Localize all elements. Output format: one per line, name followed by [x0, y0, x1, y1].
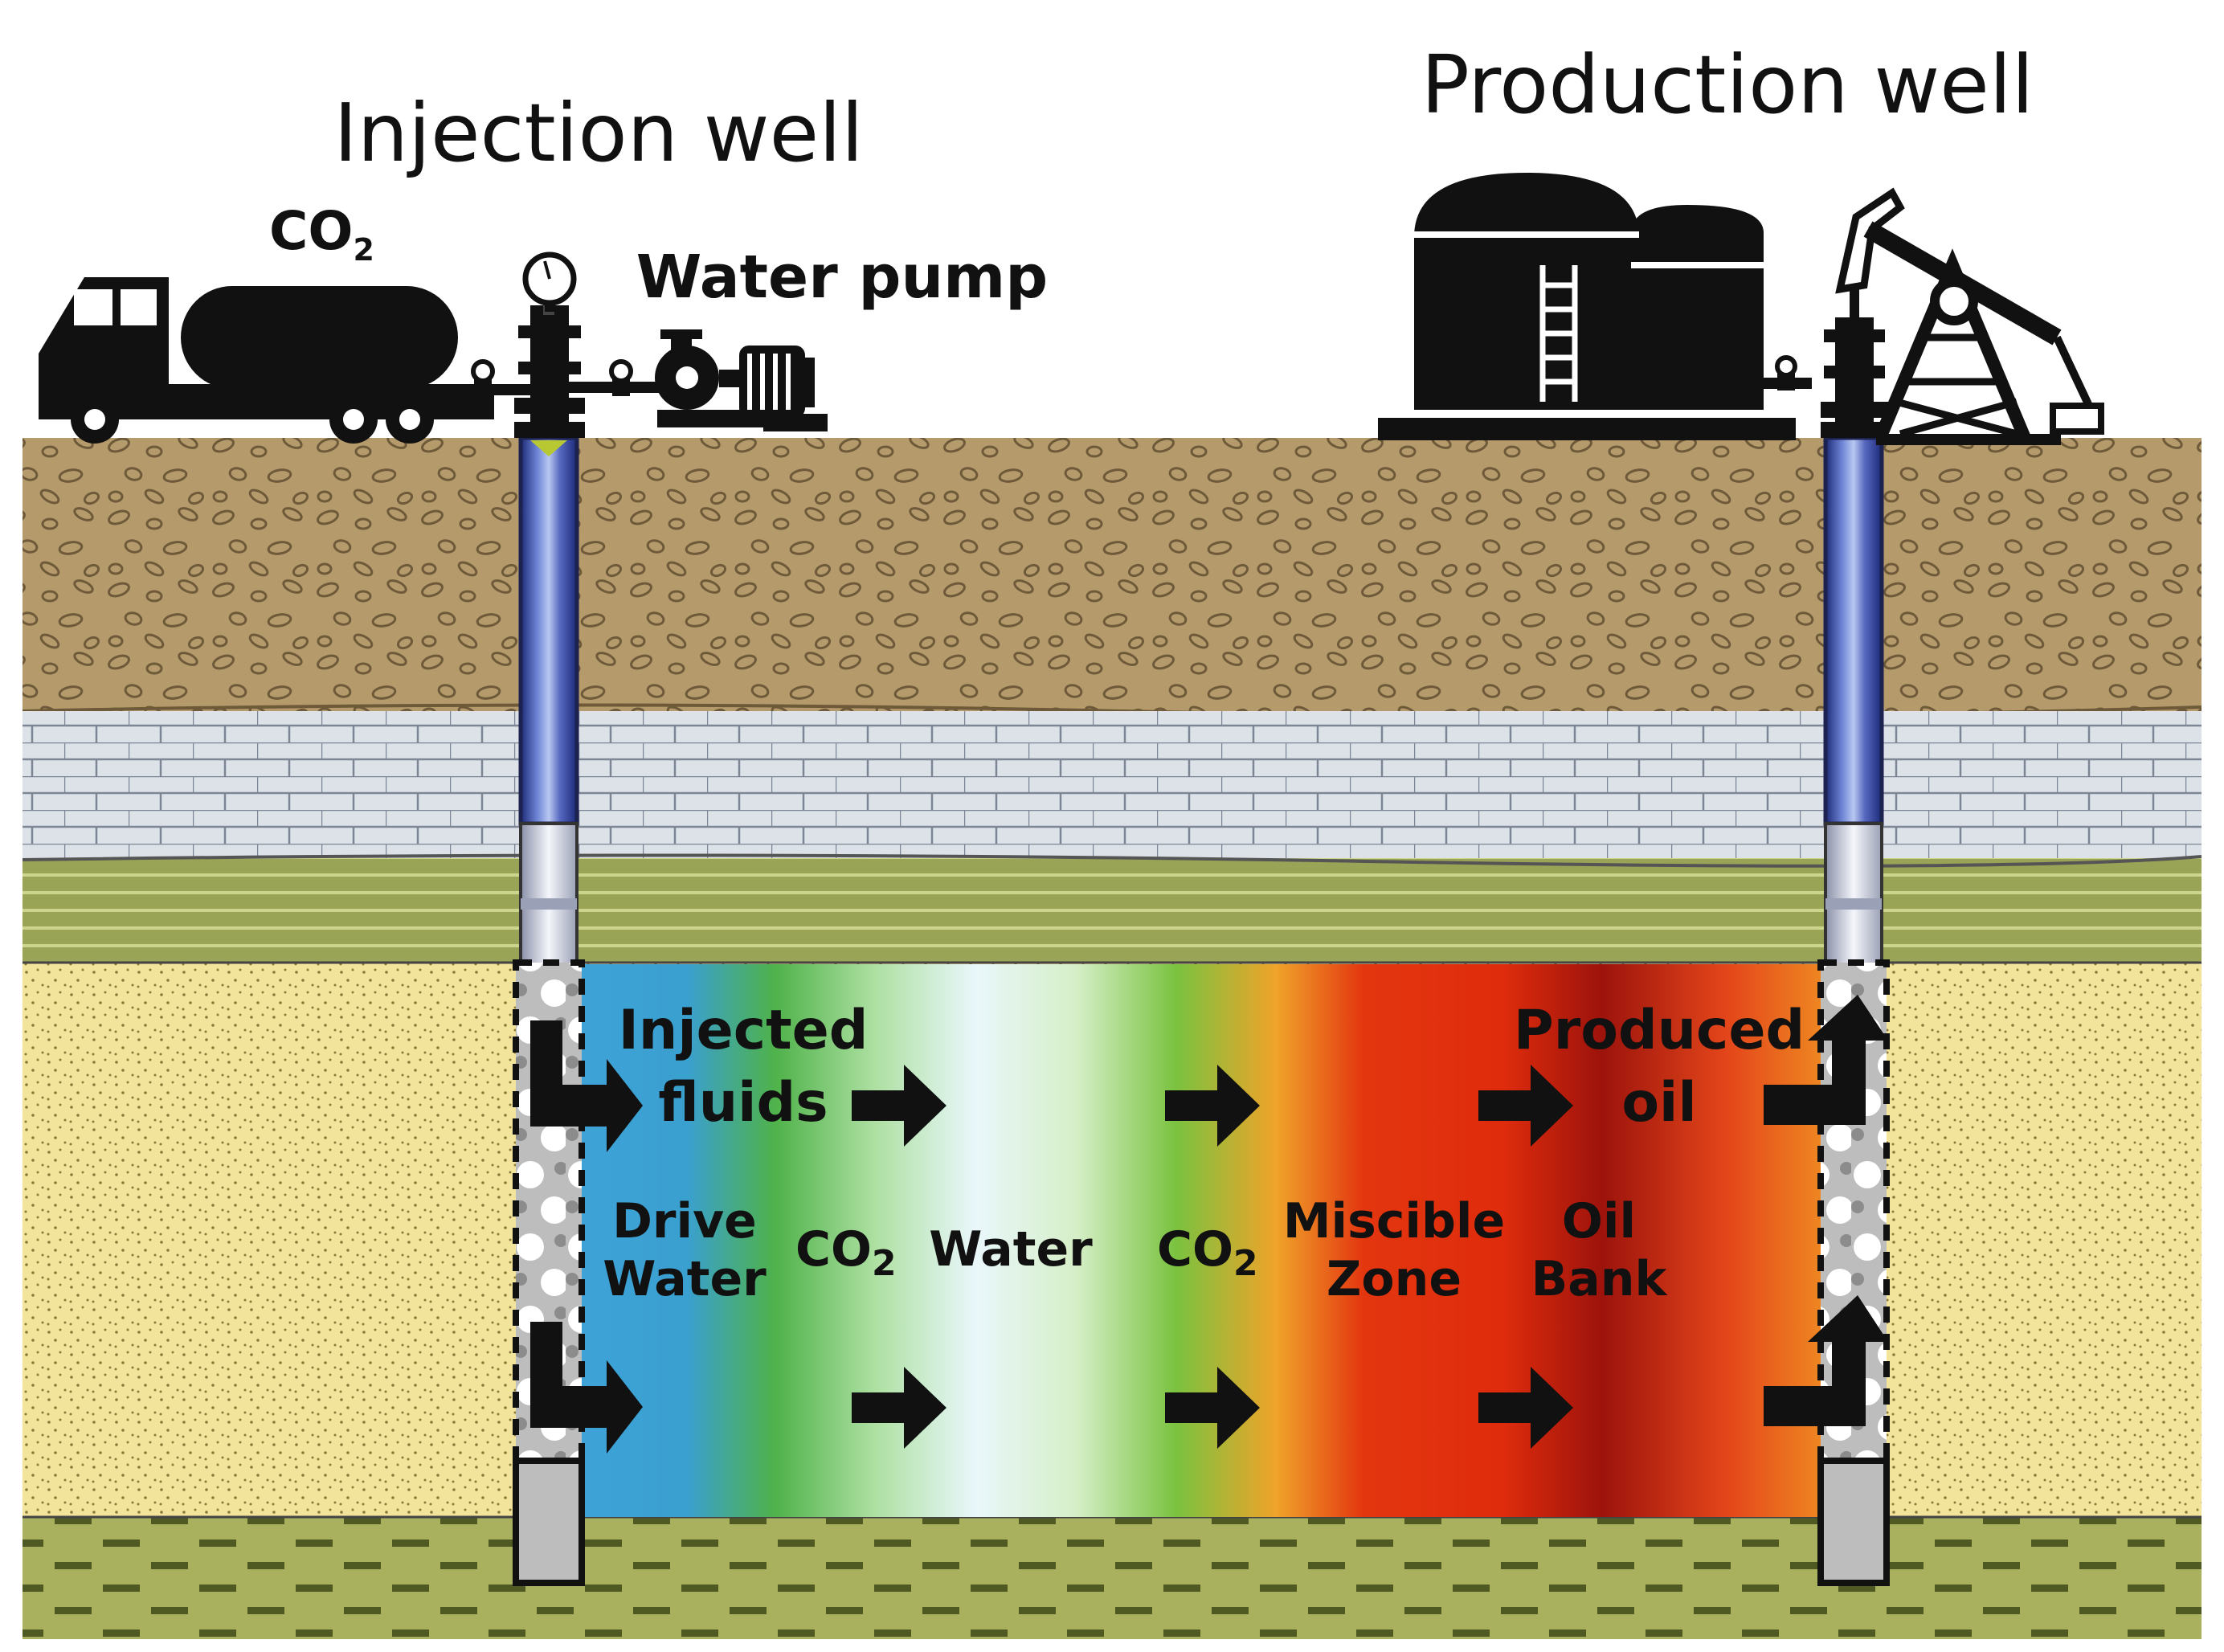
zone-labels: Injected fluids Produced oil Drive Water… [603, 999, 1805, 1307]
flow-arrows [530, 995, 1888, 1454]
pressure-gauge-icon [522, 251, 577, 312]
water-pump-label: Water pump [636, 243, 1048, 312]
flow-arrow-icon [530, 1322, 643, 1454]
storage-tank-icon [1378, 173, 1812, 440]
pumpjack-icon [1821, 187, 2104, 445]
injected-fluids-label-line2: fluids [658, 1071, 828, 1135]
zone-drive-water-line1: Drive [612, 1193, 757, 1249]
wellhead-valve-icon [458, 304, 665, 438]
flow-arrow-icon [852, 1367, 946, 1449]
flow-arrow-icon [1165, 1367, 1260, 1449]
flow-arrow-icon [530, 1020, 643, 1152]
zone-co2-a: CO2 [795, 1221, 897, 1284]
injected-fluids-label-line1: Injected [619, 999, 869, 1062]
displacement-gradient [574, 964, 1828, 1517]
tanker-truck-icon: CO2 [39, 200, 494, 444]
flow-arrow-icon [1764, 995, 1888, 1125]
zone-co2-b: CO2 [1157, 1221, 1258, 1284]
injection-wellbore [513, 435, 585, 1586]
co2-truck-label: CO2 [269, 200, 374, 268]
produced-oil-label-line2: oil [1621, 1071, 1696, 1135]
flow-arrow-icon [1478, 1367, 1573, 1449]
zone-drive-water-line2: Water [603, 1251, 767, 1307]
production-well-title: Production well [1421, 38, 2034, 132]
produced-oil-label-line1: Produced [1514, 999, 1805, 1062]
flow-arrow-icon [1478, 1065, 1573, 1147]
zone-miscible-line2: Zone [1327, 1251, 1462, 1307]
zone-oil-bank-line2: Bank [1531, 1251, 1669, 1307]
water-pump-icon [655, 329, 828, 431]
zone-oil-bank-line1: Oil [1562, 1193, 1636, 1249]
zone-water: Water [929, 1221, 1093, 1278]
injection-well-title: Injection well [333, 86, 863, 180]
zone-miscible-line1: Miscible [1283, 1193, 1505, 1249]
flow-arrow-icon [1764, 1295, 1888, 1426]
flow-arrow-icon [852, 1065, 946, 1147]
flow-arrow-icon [1165, 1065, 1260, 1147]
